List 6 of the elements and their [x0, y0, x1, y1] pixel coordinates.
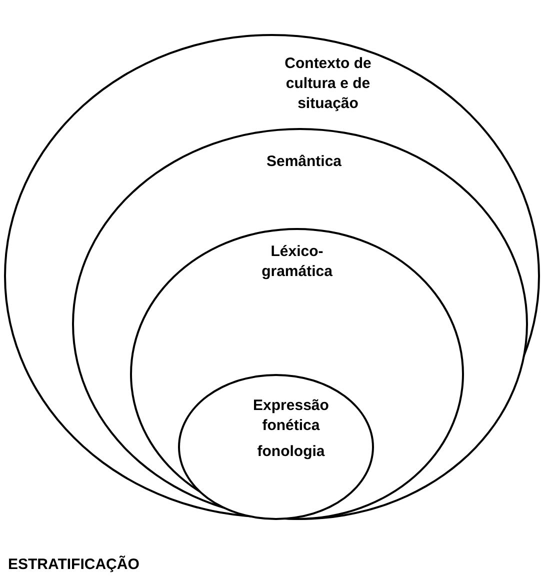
layer-label: Semântica	[265, 152, 343, 172]
layer-label: Contexto de cultura e de situação	[284, 54, 372, 114]
layer-label: fonologia	[256, 442, 326, 462]
layer-label: Léxico-gramática	[260, 242, 334, 282]
layer-label: Expressão fonética	[252, 396, 330, 436]
caption: ESTRATIFICAÇÃO	[8, 556, 140, 573]
